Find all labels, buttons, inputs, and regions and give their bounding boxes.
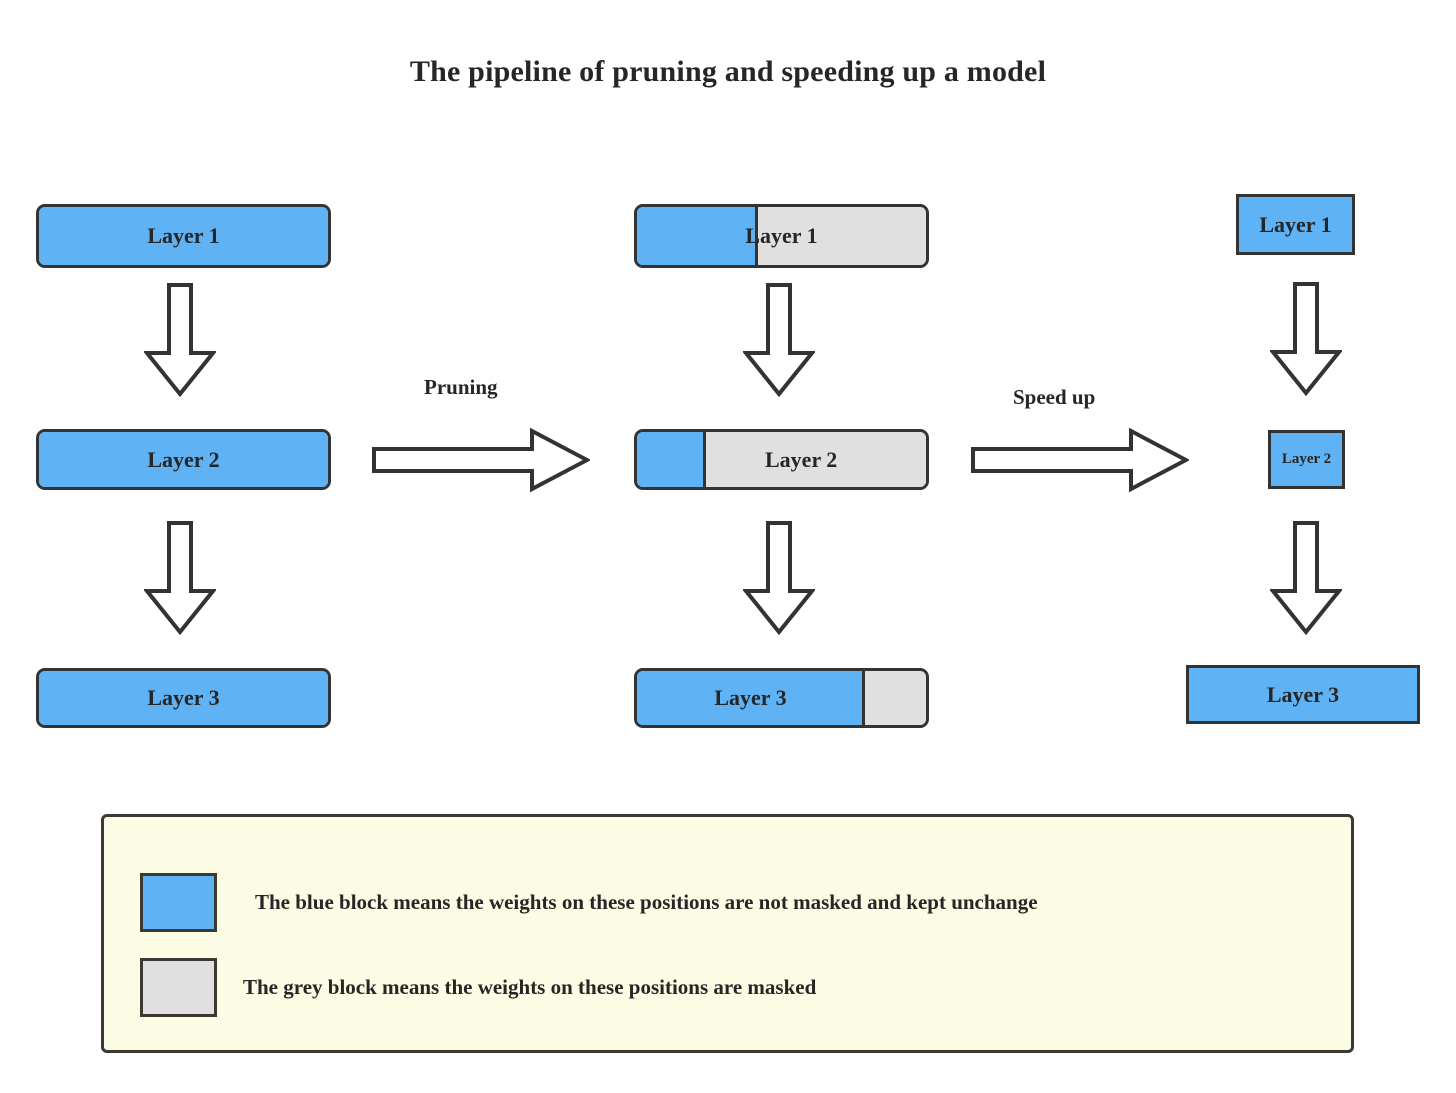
layer-label: Layer 2 [147,446,220,472]
legend-swatch-blue [140,873,217,932]
grey-segment [865,671,926,725]
stage-pruned-layer-3-box[interactable]: Layer 3 [634,668,929,728]
legend-panel: The blue block means the weights on thes… [101,814,1354,1053]
layer-label: Layer 2 [765,446,838,472]
layer-label: Layer 2 [1281,451,1332,467]
flow-arrow-down-pruned-1 [743,283,815,397]
flow-arrow-down-spedup-1 [1270,282,1342,396]
stage-original-layer-1-box[interactable]: Layer 1 [36,204,331,268]
layer-label: Layer 3 [714,685,787,710]
stage-spedup-layer-2-box[interactable]: Layer 2 [1268,430,1345,489]
blue-segment [637,432,707,487]
legend-item-grey: The grey block means the weights on thes… [140,958,816,1017]
flow-arrow-down-original-1 [144,283,216,397]
stage-original-layer-2-box[interactable]: Layer 2 [36,429,331,490]
transition-arrow-speed-up [971,428,1189,493]
transition-label-pruning: Pruning [424,375,498,399]
grey-segment [706,432,926,487]
blue-segment [1239,197,1352,252]
transition-label-speed-up: Speed up [1013,385,1096,409]
blue-segment [637,671,866,725]
flow-arrow-down-pruned-2 [743,521,815,635]
blue-segment [1189,668,1417,721]
legend-swatch-grey [140,958,217,1017]
layer-label: Layer 1 [745,223,818,248]
blue-segment [39,671,328,725]
flow-arrow-down-spedup-2 [1270,521,1342,635]
page-title: The pipeline of pruning and speeding up … [409,55,1047,88]
legend-text-grey: The grey block means the weights on thes… [243,975,817,999]
stage-spedup-layer-3-box[interactable]: Layer 3 [1186,665,1420,724]
stage-pruned-layer-1-box[interactable]: Layer 1 [634,204,929,268]
transition-arrow-pruning [372,428,590,493]
grey-segment [758,207,926,265]
legend-item-blue: The blue block means the weights on thes… [140,873,1038,932]
blue-segment [637,207,759,265]
layer-label: Layer 1 [1259,211,1332,237]
stage-spedup-layer-1-box[interactable]: Layer 1 [1236,194,1355,255]
blue-segment [39,207,328,265]
stage-original-layer-3-box[interactable]: Layer 3 [36,668,331,728]
layer-label: Layer 3 [1266,681,1340,707]
legend-text-blue: The blue block means the weights on thes… [255,890,1038,914]
blue-segment [39,432,328,487]
stage-pruned-layer-2-box[interactable]: Layer 2 [634,429,929,490]
blue-segment [1271,433,1342,486]
flow-arrow-down-original-2 [144,521,216,635]
layer-label: Layer 3 [147,685,220,710]
layer-label: Layer 1 [147,223,220,248]
